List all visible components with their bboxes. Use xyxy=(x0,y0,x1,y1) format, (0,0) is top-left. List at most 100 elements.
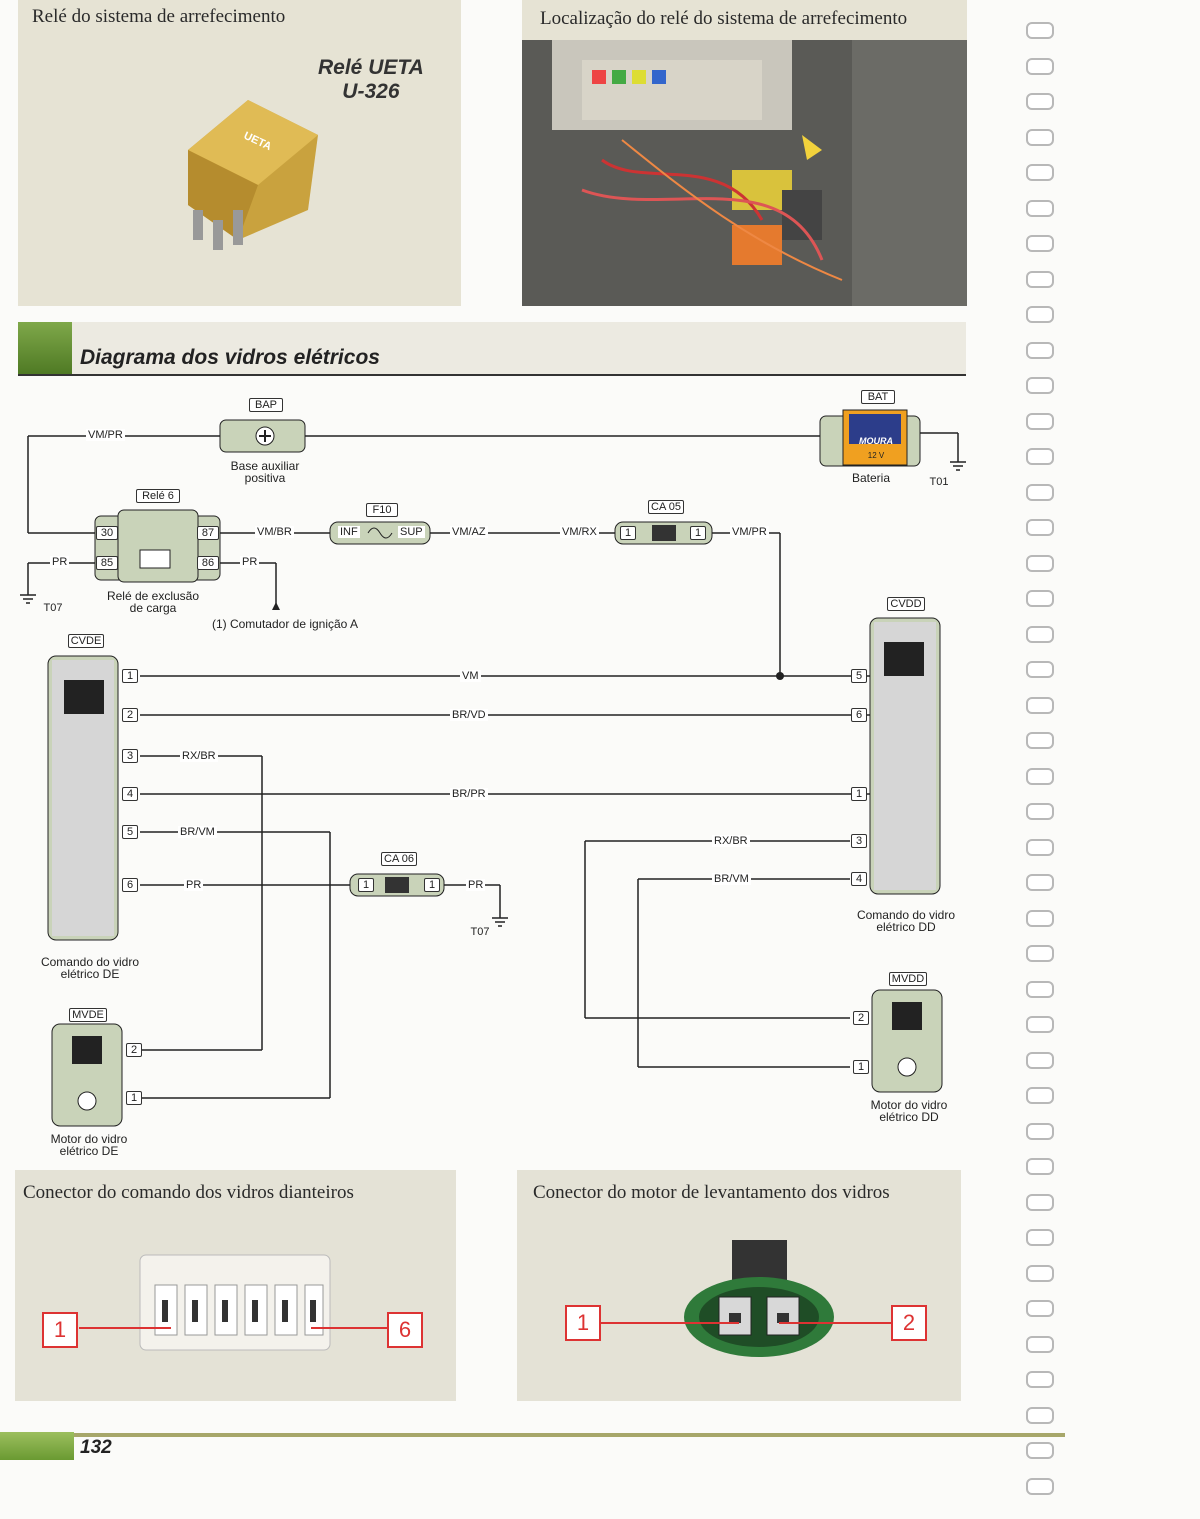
ca05-tag: CA 05 xyxy=(648,500,684,514)
wire-vm-pr-top: VM/PR xyxy=(86,429,125,441)
ignition-label: (1) Comutador de ignição A xyxy=(211,617,359,631)
wire-br-pr: BR/PR xyxy=(450,788,488,800)
motor-pin-2-label: 2 xyxy=(891,1305,927,1341)
cvde-pin-1: 1 xyxy=(122,669,138,683)
binder-hole xyxy=(1026,803,1054,820)
binder-hole xyxy=(1026,768,1054,785)
motor-pin-1-label: 1 xyxy=(565,1305,601,1341)
binder-hole xyxy=(1026,590,1054,607)
footer-line xyxy=(0,1433,1065,1437)
mvdd-pin-1: 1 xyxy=(853,1060,869,1074)
binder-hole xyxy=(1026,626,1054,643)
wire-pr-85: PR xyxy=(50,556,70,568)
mvde-tag: MVDE xyxy=(69,1008,107,1022)
section-header: Diagrama dos vidros elétricos xyxy=(18,322,966,376)
wire-pr-ca06: PR xyxy=(466,879,486,891)
binder-hole xyxy=(1026,1478,1054,1495)
binder-hole xyxy=(1026,235,1054,252)
cvde-pin-4: 4 xyxy=(122,787,138,801)
battery-caption: Bateria xyxy=(851,471,891,485)
cvdd-pin-5: 5 xyxy=(851,669,867,683)
binder-hole xyxy=(1026,732,1054,749)
mvdd-tag: MVDD xyxy=(889,972,927,986)
front-pin-6-label: 6 xyxy=(387,1312,423,1348)
binder-hole xyxy=(1026,1442,1054,1459)
binder-hole xyxy=(1026,22,1054,39)
pin-86: 86 xyxy=(197,556,219,570)
f10-tag: F10 xyxy=(366,503,398,517)
ca05-pin-left: 1 xyxy=(620,526,636,540)
binder-hole xyxy=(1026,1123,1054,1140)
pin-87: 87 xyxy=(197,526,219,540)
wire-vm-br: VM/BR xyxy=(255,526,294,538)
front-pin-1-label: 1 xyxy=(42,1312,78,1348)
front-connector-image xyxy=(139,1254,331,1351)
binder-hole xyxy=(1026,555,1054,572)
ca06-pin-right: 1 xyxy=(424,878,440,892)
t01-label: T01 xyxy=(929,476,949,488)
binder-hole xyxy=(1026,1336,1054,1353)
binder-hole xyxy=(1026,58,1054,75)
relay-image: UETA xyxy=(188,100,318,250)
cvdd-pin-3: 3 xyxy=(851,834,867,848)
relay-location-panel: Localização do relé do sistema de arrefe… xyxy=(522,0,967,306)
cvdd-pin-6: 6 xyxy=(851,708,867,722)
wire-rx-br-left: RX/BR xyxy=(180,750,218,762)
cvdd-pin-4: 4 xyxy=(851,872,867,886)
cvde-pin-6: 6 xyxy=(122,878,138,892)
wire-pr-86: PR xyxy=(240,556,260,568)
pin-85: 85 xyxy=(96,556,118,570)
wire-vm-az: VM/AZ xyxy=(450,526,488,538)
binder-hole xyxy=(1026,164,1054,181)
front-line-right xyxy=(311,1327,387,1329)
front-line-left xyxy=(79,1327,171,1329)
wire-br-vm-right: BR/VM xyxy=(712,873,751,885)
wire-pr-6: PR xyxy=(184,879,204,891)
section-accent xyxy=(18,322,72,374)
cvdd-tag: CVDD xyxy=(887,597,925,611)
binder-hole xyxy=(1026,1194,1054,1211)
ca05-pin-right: 1 xyxy=(690,526,706,540)
footer-accent xyxy=(0,1432,74,1460)
wire-br-vd: BR/VD xyxy=(450,709,488,721)
motor-line-left xyxy=(599,1322,739,1324)
binder-hole xyxy=(1026,874,1054,891)
cvdd-pin-1: 1 xyxy=(851,787,867,801)
binder-hole xyxy=(1026,342,1054,359)
binder-hole xyxy=(1026,1265,1054,1282)
section-title: Diagrama dos vidros elétricos xyxy=(80,346,380,369)
relay-brand: Relé UETA U-326 xyxy=(318,56,424,103)
binder-hole xyxy=(1026,93,1054,110)
binder-hole xyxy=(1026,839,1054,856)
t07-label-right: T07 xyxy=(470,926,490,938)
binder-hole xyxy=(1026,413,1054,430)
motor-connector-panel: Conector do motor de levantamento dos vi… xyxy=(517,1170,961,1401)
binder-hole xyxy=(1026,981,1054,998)
binder-hole xyxy=(1026,697,1054,714)
binder-hole xyxy=(1026,306,1054,323)
cvde-pin-3: 3 xyxy=(122,749,138,763)
battery-voltage: 12 V xyxy=(862,451,890,460)
front-connector-panel: Conector do comando dos vidros dianteiro… xyxy=(15,1170,456,1401)
battery-brand: MOURA xyxy=(859,436,893,446)
relay-location-title: Localização do relé do sistema de arrefe… xyxy=(540,8,908,29)
t07-label-left: T07 xyxy=(43,602,63,614)
wire-rx-br-right: RX/BR xyxy=(712,835,750,847)
binder-hole xyxy=(1026,1229,1054,1246)
binder-hole xyxy=(1026,910,1054,927)
mvde-pin-2: 2 xyxy=(126,1043,142,1057)
binder-hole xyxy=(1026,129,1054,146)
pin-30: 30 xyxy=(96,526,118,540)
fuse-inf-label: INF xyxy=(338,526,360,538)
binder-hole xyxy=(1026,1052,1054,1069)
page-number: 132 xyxy=(80,1437,112,1458)
ca06-pin-left: 1 xyxy=(358,878,374,892)
motor-line-right xyxy=(779,1322,891,1324)
wire-vm: VM xyxy=(460,670,481,682)
ca06-tag: CA 06 xyxy=(381,852,417,866)
